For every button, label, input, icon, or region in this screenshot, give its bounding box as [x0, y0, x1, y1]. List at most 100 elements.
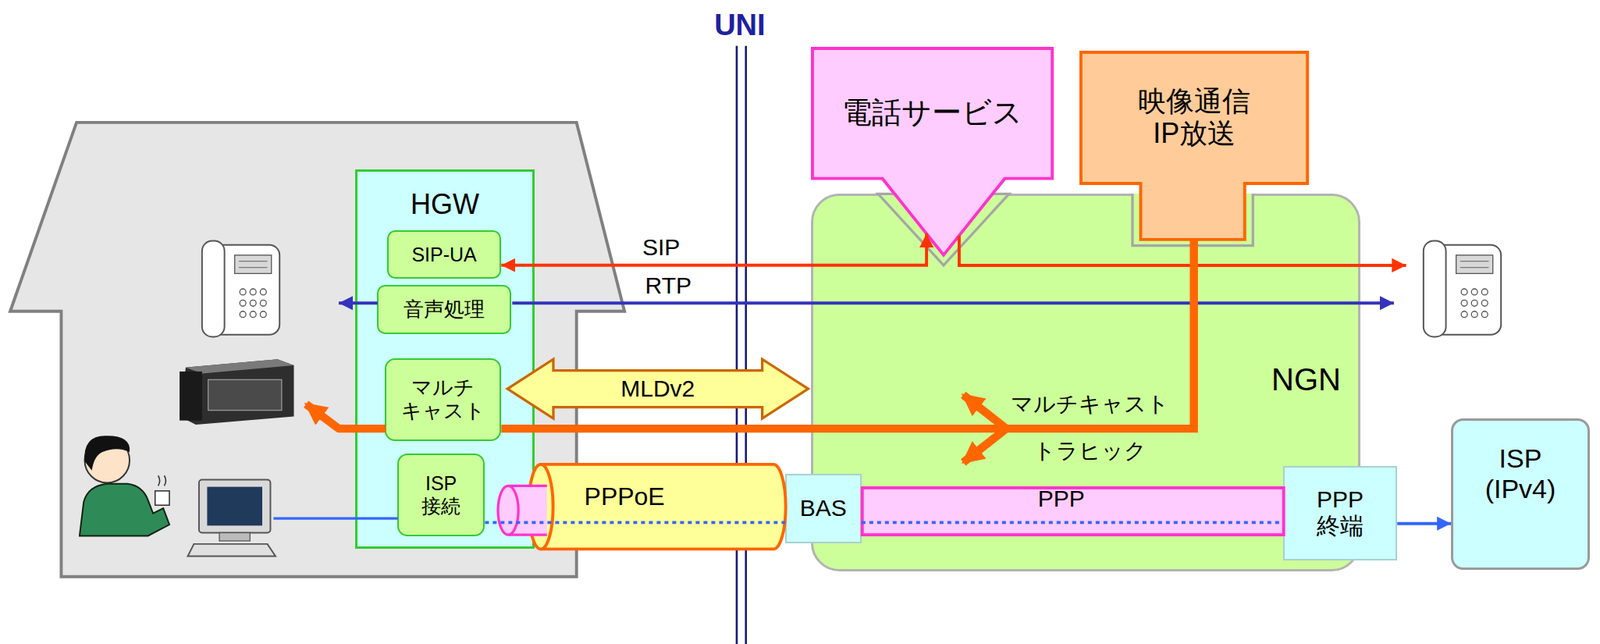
function-box: 音声処理: [376, 284, 512, 335]
protocol-label: PPP: [1038, 485, 1085, 513]
callout-outline: [1080, 52, 1308, 240]
multicast-connector: [501, 239, 1194, 429]
pppoe-tunnel: [497, 464, 786, 550]
node-label: BAS: [800, 494, 847, 523]
text-line: ISP: [421, 472, 461, 495]
uni-boundary-line: [744, 46, 747, 644]
telephone-icon: [238, 266, 268, 268]
pc-access-line: [273, 517, 399, 520]
telephone-icon: [1461, 288, 1468, 296]
telephone-icon: [249, 288, 256, 296]
gateway-box: HGWSIP-UA音声処理マルチ キャストISP 接続: [355, 169, 535, 549]
person-figure: [79, 483, 170, 537]
text-line: 終端: [1316, 512, 1364, 541]
session-connector: [861, 520, 1284, 524]
interface-label: UNI: [714, 8, 765, 43]
node-label: SIP-UA: [411, 243, 477, 267]
television-set: [179, 371, 203, 421]
service-callout: 電話サービス: [810, 46, 1054, 266]
uni-boundary-line: [736, 46, 739, 644]
text-line: SIP-UA: [411, 243, 477, 267]
protocol-label: PPPoE: [584, 482, 665, 512]
function-box: マルチ キャスト: [384, 358, 502, 441]
rtp-voice-line: [338, 301, 378, 305]
node-label: 映像通信 IP放送: [1137, 85, 1251, 150]
protocol-label: RTP: [645, 272, 692, 300]
person-figure: [79, 435, 170, 536]
text-line: BAS: [800, 494, 847, 523]
telephone-icon: [239, 311, 246, 318]
connector-label: MLDv2: [620, 375, 695, 403]
multicast-line: [305, 404, 386, 429]
personal-computer: [188, 544, 276, 557]
pppoe-tunnel: [508, 484, 548, 488]
telephone-icon: [202, 241, 225, 338]
personal-computer: [219, 532, 250, 541]
telephone-icon: [238, 260, 268, 262]
telephone-icon: [239, 288, 246, 296]
uni-boundary-line: [736, 46, 747, 644]
text-line: 電話サービス: [842, 96, 1023, 131]
text-line: IP放送: [1137, 117, 1251, 150]
text-line: PPP: [1316, 486, 1364, 514]
access-connector: [1397, 522, 1451, 526]
pppoe-tunnel: [508, 485, 548, 535]
telephone-icon: [1481, 288, 1488, 296]
block-arrow-connector: [507, 359, 808, 419]
node-label: ISP 接続: [421, 472, 461, 518]
person-figure: [84, 435, 130, 471]
signaling-connector: [501, 233, 927, 266]
pppoe-tunnel: [540, 464, 786, 550]
node-label: PPP 終端: [1316, 486, 1364, 541]
television-set: [179, 359, 294, 425]
pppoe-tunnel: [528, 464, 553, 550]
personal-computer: [188, 480, 276, 557]
telephone-icon: [1461, 311, 1468, 318]
connector-label: SIP: [642, 234, 680, 262]
television-set: [208, 379, 282, 410]
node-label: 電話サービス: [842, 96, 1023, 131]
text-line: 音声処理: [403, 298, 485, 322]
telephone-icon: [1460, 260, 1490, 262]
television-set: [185, 359, 295, 374]
provider-box: ISP (IPv4): [1450, 418, 1590, 569]
traffic-label: マルチキャスト: [1010, 391, 1170, 417]
text-line: 映像通信: [1137, 85, 1251, 118]
telephone-icon: [234, 255, 272, 274]
network-region: NGNBASPPP 終端: [810, 193, 1360, 572]
function-box: SIP-UA: [387, 230, 502, 280]
telephone-icon: [1423, 241, 1447, 338]
telephone-icon: [1456, 255, 1494, 274]
person-figure: [158, 475, 167, 486]
text-line: 接続: [421, 494, 461, 518]
telephone-icon: [1471, 311, 1478, 318]
traffic-label: トラヒック: [1033, 438, 1147, 464]
pppoe-tunnel: [508, 533, 548, 536]
pppoe-tunnel: [497, 485, 519, 535]
telephone-icon: [1423, 241, 1501, 338]
callout-shape: [810, 46, 1054, 266]
telephone-icon: [1481, 311, 1488, 318]
service-callout: 映像通信 IP放送: [1079, 50, 1309, 246]
text-line: (IPv4): [1485, 473, 1557, 505]
person-figure: [155, 490, 170, 505]
telephone-icon: [1471, 299, 1478, 306]
text-line: NGN: [1271, 361, 1341, 398]
node-label: 音声処理: [403, 298, 485, 322]
node-label: ISP (IPv4): [1485, 443, 1557, 505]
function-box: ISP 接続: [397, 453, 485, 537]
house-outline: [10, 122, 625, 577]
rtp-voice-line: [512, 301, 1394, 305]
telephone-icon: [249, 311, 256, 318]
telephone-icon: [202, 241, 280, 338]
text-line: マルチ: [401, 376, 486, 400]
region-title: NGN: [1271, 361, 1341, 398]
telephone-icon: [239, 299, 246, 306]
sip-signal-line: [959, 235, 1407, 266]
television-set: [179, 359, 294, 425]
personal-computer: [199, 480, 271, 534]
